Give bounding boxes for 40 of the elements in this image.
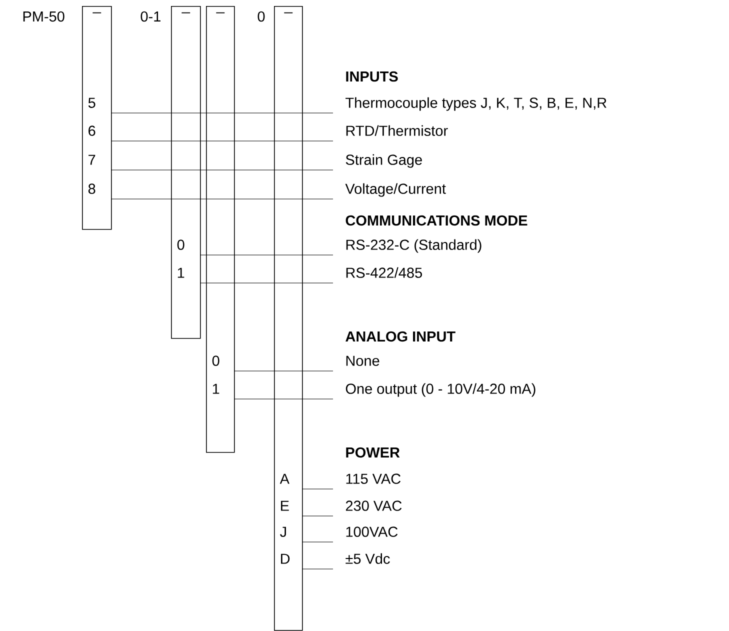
code-digit: A — [280, 474, 290, 484]
code-digit: J — [280, 526, 286, 537]
option-text: None — [346, 356, 380, 366]
code-prefix: PM-50 — [23, 11, 64, 22]
section-heading: COMMUNICATIONS MODE — [346, 215, 528, 226]
option-text: RS-422/485 — [346, 267, 422, 278]
code-digit: 1 — [178, 268, 184, 278]
option-text: RTD/Thermistor — [346, 125, 448, 136]
connector-line — [234, 370, 334, 372]
connector-line — [302, 488, 334, 490]
code-digit: 1 — [212, 384, 220, 394]
option-text: 230 VAC — [346, 500, 402, 511]
option-text: 100VAC — [346, 526, 398, 537]
option-text: RS-232-C (Standard) — [346, 239, 482, 253]
option-text: 115 VAC — [346, 474, 401, 484]
code-digit: 6 — [88, 126, 96, 136]
option-text: Strain Gage — [346, 154, 422, 168]
section-heading: INPUTS — [346, 71, 398, 82]
connector-line — [110, 112, 334, 114]
section-heading: POWER — [346, 447, 400, 458]
connector-line — [234, 398, 334, 400]
connector-line — [302, 568, 334, 570]
connector-line — [200, 254, 334, 256]
option-text: One output (0 - 10V/4-20 mA) — [346, 383, 536, 397]
code-digit: 8 — [88, 184, 96, 194]
option-text: Thermocouple types J, K, T, S, B, E, N,R — [346, 97, 606, 111]
option-text: ±5 Vdc — [346, 553, 390, 564]
code-digit: E — [281, 500, 289, 511]
code-digit: 5 — [88, 98, 96, 108]
code-prefix: 0-1 — [140, 11, 160, 22]
connector-line — [200, 282, 334, 284]
connector-line — [110, 140, 334, 142]
code-digit: 0 — [177, 240, 184, 250]
code-digit: 0 — [212, 356, 220, 366]
code-prefix: 0 — [258, 11, 265, 22]
code-digit: 7 — [88, 154, 96, 165]
option-text: Voltage/Current — [345, 183, 446, 197]
connector-line — [110, 198, 334, 200]
section-heading: ANALOG INPUT — [346, 331, 456, 342]
code-digit: D — [281, 554, 290, 564]
